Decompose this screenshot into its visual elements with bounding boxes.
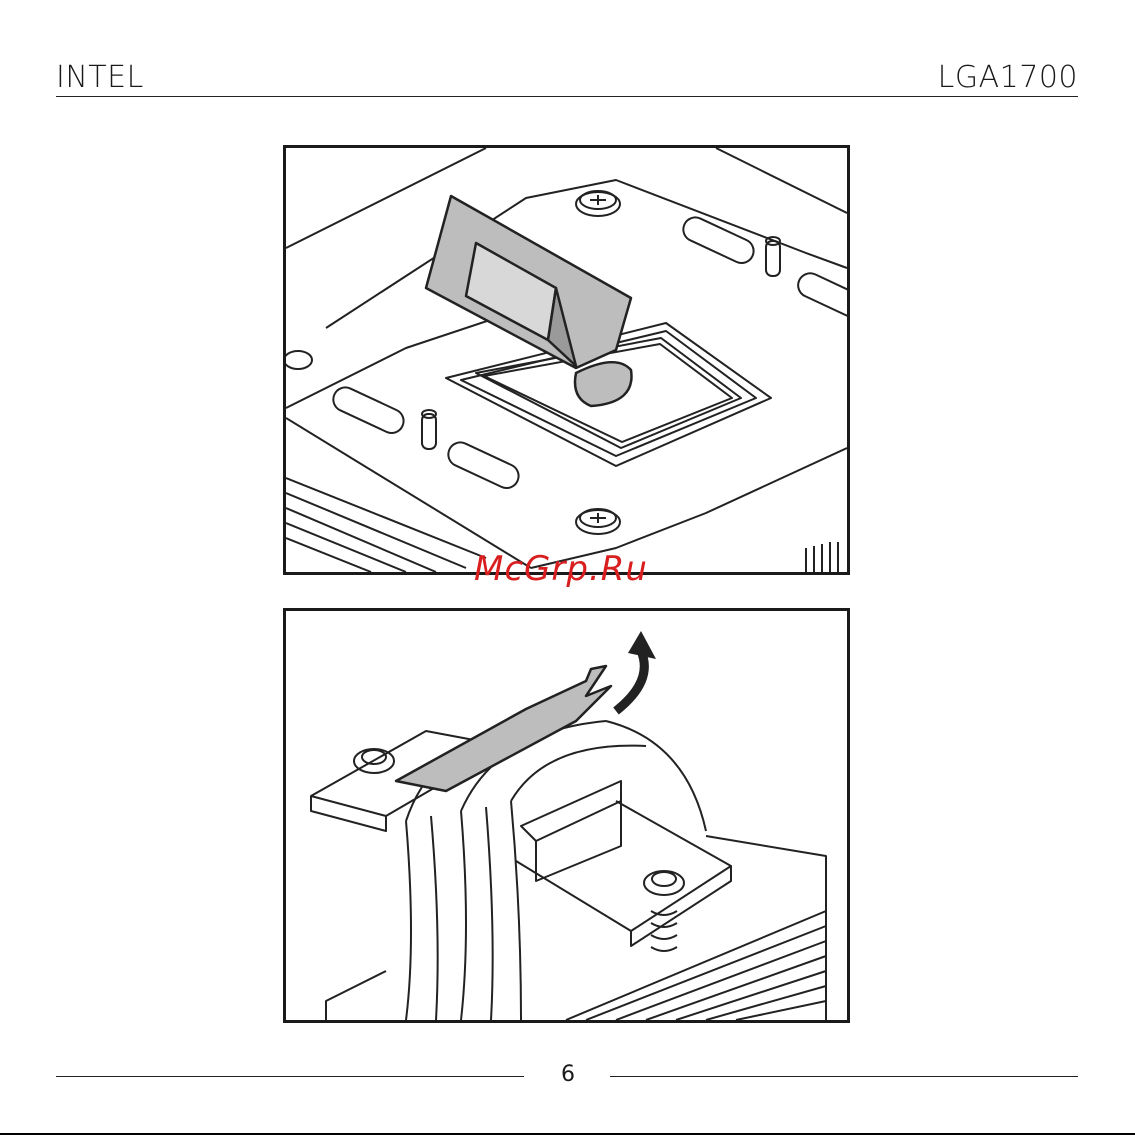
page-number: 6 bbox=[558, 1062, 578, 1087]
thermal-pad-peel-illustration bbox=[286, 148, 847, 572]
header-left-label: INTEL bbox=[56, 60, 144, 95]
figure-top-socket bbox=[283, 145, 850, 575]
footer-divider-left bbox=[56, 1076, 524, 1077]
figure-bottom-cooler bbox=[283, 608, 850, 1023]
cooler-base-film-removal-illustration bbox=[286, 611, 847, 1020]
header-divider bbox=[56, 96, 1078, 97]
footer-divider-right bbox=[610, 1076, 1078, 1077]
watermark-text: McGrp.Ru bbox=[474, 549, 648, 589]
header-right-label: LGA1700 bbox=[938, 60, 1078, 95]
